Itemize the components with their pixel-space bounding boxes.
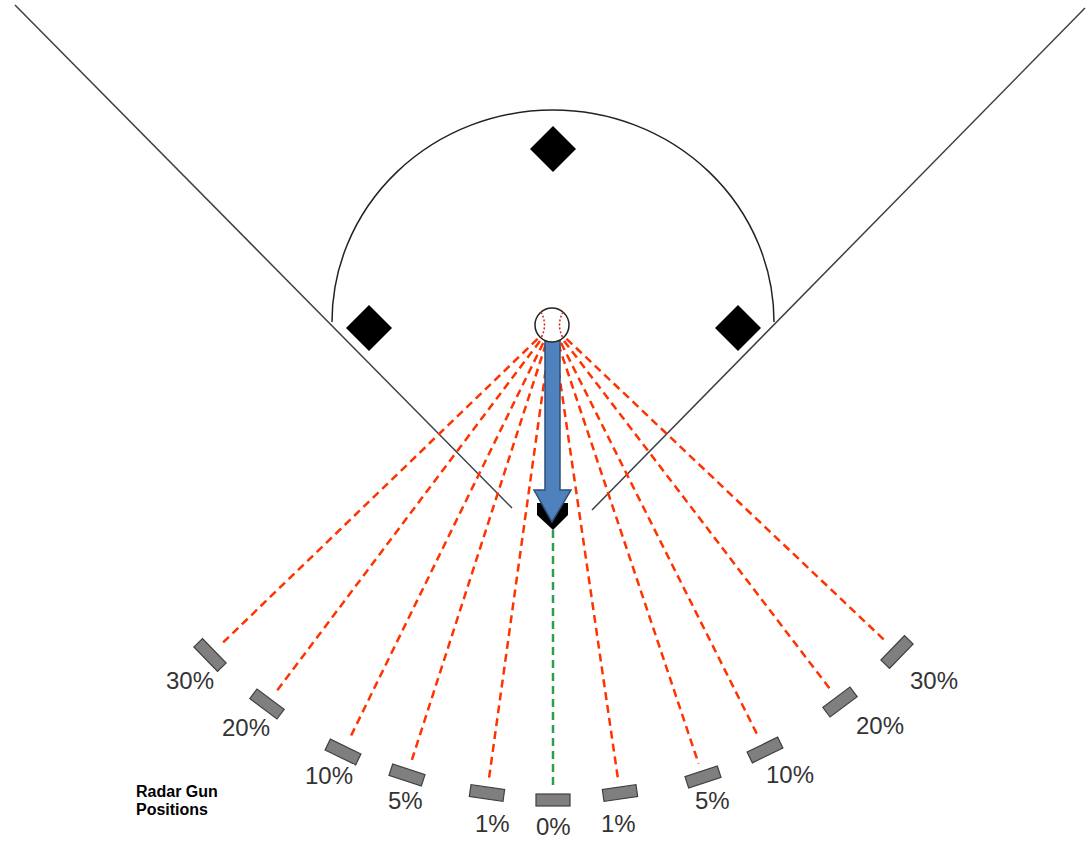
baseball	[535, 308, 569, 342]
gun-percentage: 30%	[165, 669, 215, 693]
radar-beam	[411, 344, 546, 762]
gun-percentage: 20%	[855, 714, 905, 738]
radar-gun	[685, 766, 721, 788]
radar-beam	[567, 339, 887, 643]
radar-gun	[194, 639, 226, 672]
third-base	[346, 305, 392, 351]
radar-gun	[250, 689, 284, 719]
radar-gun	[602, 785, 637, 802]
radar-beam	[489, 345, 549, 779]
radar-gun	[325, 739, 361, 765]
legend-caption: Radar Gun Positions	[135, 783, 247, 820]
gun-percentage: 1%	[474, 812, 511, 836]
radar-gun	[823, 687, 857, 717]
radar-beam	[564, 341, 831, 691]
second-base	[530, 126, 576, 172]
center-beam	[552, 530, 555, 790]
infield-arc	[332, 110, 774, 322]
gun-percentage: 20%	[221, 716, 271, 740]
radar-beam	[561, 343, 759, 738]
radar-gun	[747, 737, 783, 763]
gun-percentage: 1%	[600, 812, 637, 836]
radar-beam	[220, 339, 537, 645]
foul-line	[592, 8, 1085, 510]
gun-percentage: 10%	[765, 763, 815, 787]
gun-percentage: 30%	[909, 669, 959, 693]
baseball-stitch	[541, 312, 563, 338]
radar-beam	[349, 343, 543, 739]
radar-beam	[275, 341, 540, 693]
first-base	[715, 305, 761, 351]
radar-gun	[881, 636, 913, 669]
radar-guns	[194, 636, 913, 806]
gun-percentage: 5%	[387, 789, 424, 813]
radar-gun	[536, 794, 570, 806]
radar-beam	[558, 344, 698, 764]
gun-percentage: 5%	[694, 789, 731, 813]
foul-line	[15, 5, 512, 508]
pitch-arrow	[534, 340, 571, 522]
radar-gun	[469, 785, 504, 802]
radar-beam	[555, 345, 618, 779]
gun-percentage: 10%	[304, 764, 354, 788]
gun-percentage: 0%	[535, 815, 572, 839]
radar-gun	[389, 764, 425, 786]
